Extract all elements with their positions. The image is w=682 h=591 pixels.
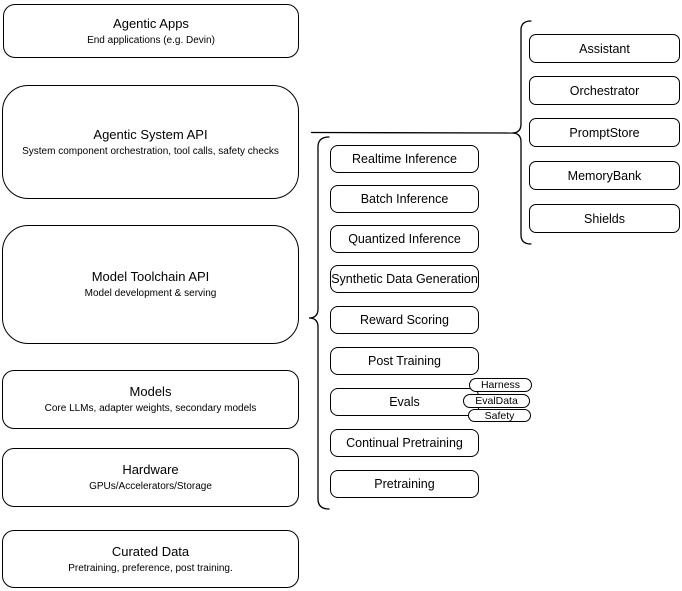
toolchain-item-continual-pretraining: Continual Pretraining [330,429,479,457]
component-shields: Shields [529,204,680,233]
eval-tag-safety: Safety [468,409,531,422]
system-api-to-components-connector [310,131,513,134]
toolchain-item-pretraining: Pretraining [330,470,479,498]
models-node: Models Core LLMs, adapter weights, secon… [2,370,299,429]
agentic-system-api-subtitle: System component orchestration, tool cal… [22,145,279,157]
eval-tag-label: Harness [480,379,521,391]
component-assistant: Assistant [529,34,680,63]
models-title: Models [129,384,172,399]
model-toolchain-api-subtitle: Model development & serving [84,288,217,299]
agentic-system-api-title: Agentic System API [93,126,208,142]
agentic-apps-node: Agentic Apps End applications (e.g. Devi… [3,4,299,58]
curated-data-title: Curated Data [111,543,190,559]
eval-tag-harness: Harness [469,378,532,392]
toolchain-item-post-training: Post Training [330,347,479,375]
component-label: MemoryBank [567,168,642,183]
component-memorybank: MemoryBank [529,161,680,190]
toolchain-item-realtime-inference: Realtime Inference [330,145,479,173]
toolchain-item-evals: Evals [330,388,479,416]
toolchain-item-label: Synthetic Data Generation [331,272,478,286]
toolchain-item-label: Realtime Inference [352,152,457,166]
component-orchestrator: Orchestrator [529,76,680,105]
component-promptstore: PromptStore [529,118,680,147]
models-subtitle: Core LLMs, adapter weights, secondary mo… [44,403,257,414]
model-toolchain-api-title: Model Toolchain API [91,269,210,284]
toolchain-brace [308,136,330,510]
agentic-apps-subtitle: End applications (e.g. Devin) [87,34,215,46]
toolchain-item-label: Continual Pretraining [346,436,463,450]
components-brace [511,20,532,245]
component-label: Assistant [579,41,630,56]
toolchain-item-synthetic-data-generation: Synthetic Data Generation [330,265,479,293]
eval-tag-label: Safety [484,409,515,422]
toolchain-item-label: Batch Inference [360,192,449,206]
toolchain-item-label: Evals [389,395,420,409]
eval-tag-evaldata: EvalData [463,394,530,408]
toolchain-item-reward-scoring: Reward Scoring [330,306,479,334]
component-label: PromptStore [569,125,640,140]
eval-tag-label: EvalData [475,395,518,407]
hardware-node: Hardware GPUs/Accelerators/Storage [2,448,299,507]
model-toolchain-api-node: Model Toolchain API Model development & … [2,225,299,344]
toolchain-item-quantized-inference: Quantized Inference [330,225,479,253]
toolchain-item-label: Quantized Inference [348,232,461,246]
hardware-subtitle: GPUs/Accelerators/Storage [89,481,212,492]
toolchain-item-label: Post Training [368,354,441,368]
agentic-system-api-node: Agentic System API System component orch… [2,85,299,199]
toolchain-item-label: Reward Scoring [360,313,449,327]
curated-data-subtitle: Pretraining, preference, post training. [68,562,233,574]
toolchain-item-batch-inference: Batch Inference [330,185,479,213]
component-label: Shields [584,211,625,226]
component-label: Orchestrator [569,83,640,98]
hardware-title: Hardware [122,462,179,477]
toolchain-item-label: Pretraining [374,477,435,491]
curated-data-node: Curated Data Pretraining, preference, po… [2,530,299,588]
agentic-apps-title: Agentic Apps [113,15,189,31]
